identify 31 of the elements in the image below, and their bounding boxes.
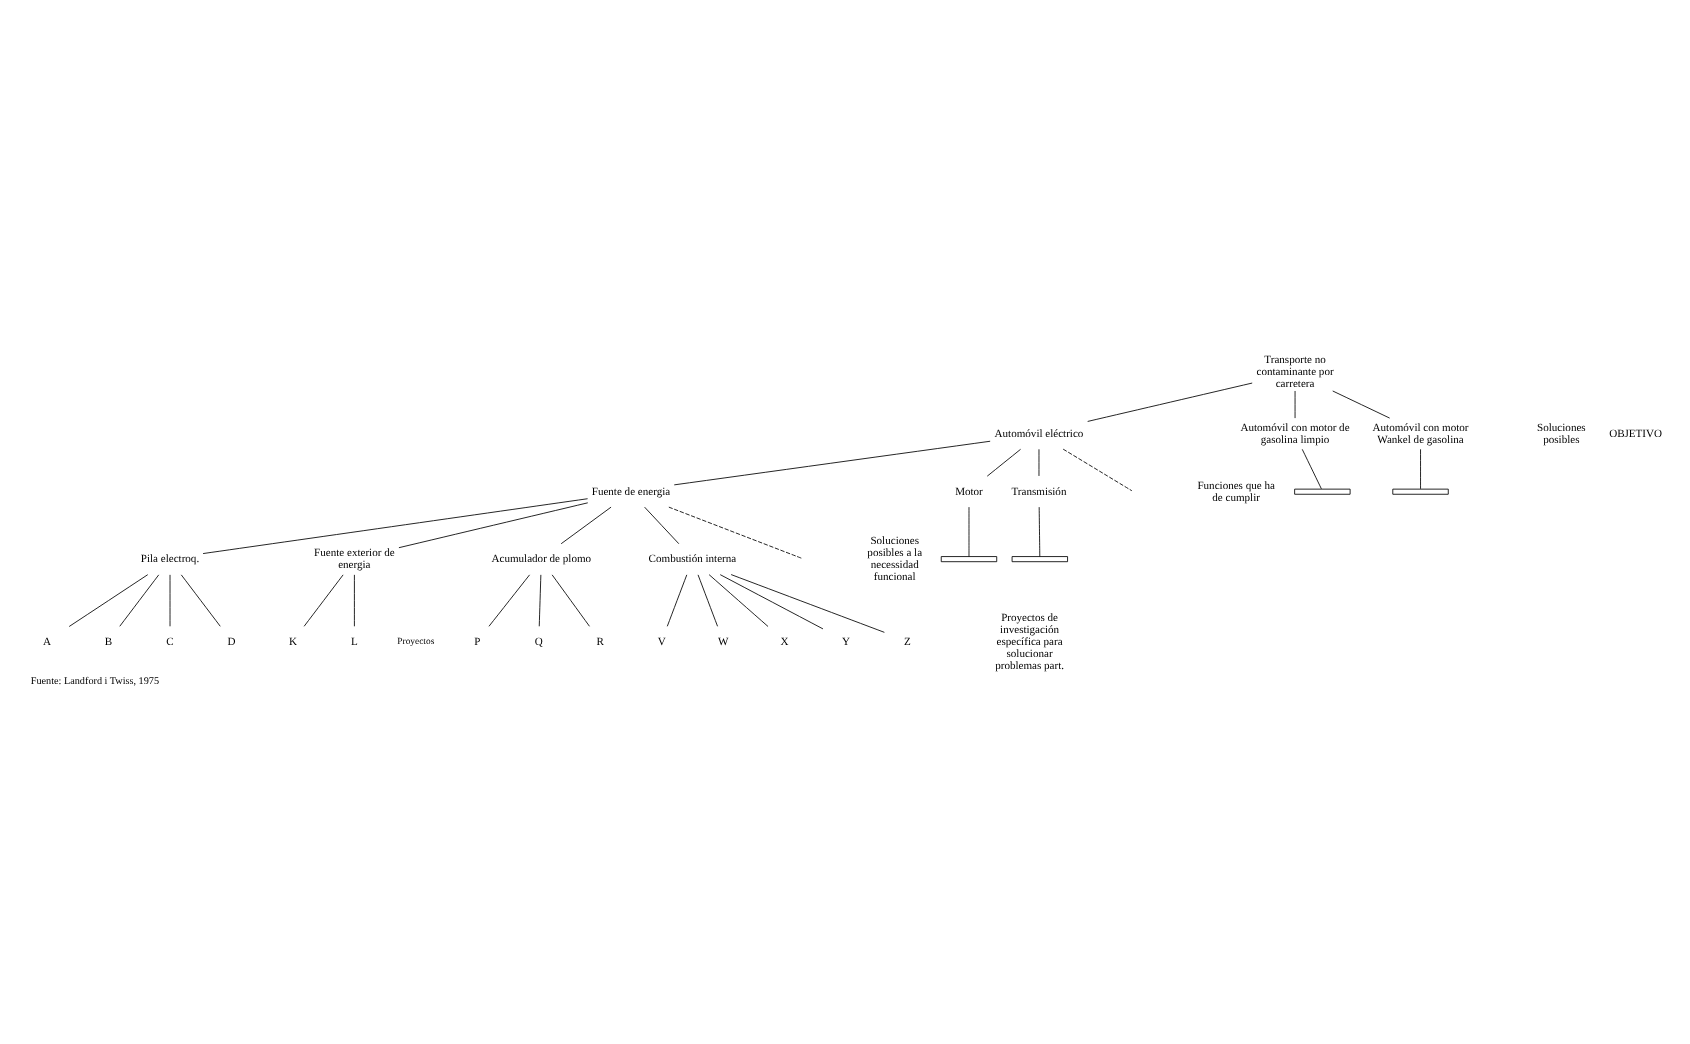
connector <box>708 574 769 627</box>
node-bar <box>1392 488 1449 495</box>
connector <box>668 506 803 559</box>
connector <box>180 574 221 627</box>
connector <box>697 574 718 627</box>
connector <box>202 498 589 554</box>
connector <box>719 574 824 630</box>
connector <box>986 448 1021 477</box>
connector <box>1332 390 1391 419</box>
connector <box>673 440 991 486</box>
connector <box>560 506 612 545</box>
connector <box>968 506 970 557</box>
connector <box>1420 448 1421 490</box>
connector <box>353 574 355 627</box>
node-bar <box>1294 488 1351 495</box>
connector <box>1087 382 1253 422</box>
connector <box>303 574 344 627</box>
connector <box>538 574 542 627</box>
connector <box>119 574 160 627</box>
connector <box>1301 448 1322 490</box>
connector <box>666 574 688 627</box>
connector <box>551 574 590 627</box>
node-bar <box>1011 556 1068 563</box>
connector <box>488 574 530 627</box>
connector <box>68 574 149 627</box>
connector <box>644 506 680 545</box>
connector <box>1062 448 1133 492</box>
node-bar <box>940 556 998 563</box>
connector <box>1038 506 1041 557</box>
connector <box>730 574 885 633</box>
connector <box>398 502 589 549</box>
